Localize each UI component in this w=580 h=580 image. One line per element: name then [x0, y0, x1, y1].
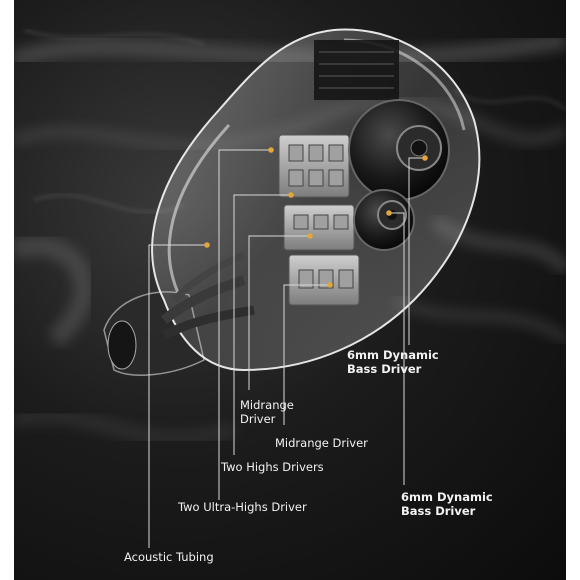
label-dynamic-bass-upper-line2: Bass Driver	[347, 362, 422, 376]
label-midrange-right: Midrange Driver	[275, 436, 368, 450]
product-image-frame: 6mm Dynamic Bass Driver Midrange Driver …	[14, 0, 566, 580]
label-two-highs: Two Highs Drivers	[221, 460, 324, 474]
callout-dot-midrange-right	[327, 282, 333, 288]
label-two-ultra-highs: Two Ultra-Highs Driver	[178, 500, 307, 514]
label-acoustic-tubing: Acoustic Tubing	[124, 550, 214, 564]
label-midrange-left: Midrange Driver	[240, 398, 294, 426]
label-midrange-left-line2: Driver	[240, 412, 276, 426]
label-two-highs-text: Two Highs Drivers	[221, 460, 324, 474]
ink-background	[14, 29, 566, 447]
earphone-illustration	[103, 28, 481, 376]
label-midrange-left-line1: Midrange	[240, 398, 294, 412]
callout-dot-ultra-highs	[268, 147, 274, 153]
callout-dot-bass-upper	[422, 155, 428, 161]
callout-dot-two-highs	[288, 192, 294, 198]
callout-dot-bass-lower	[386, 210, 392, 216]
label-dynamic-bass-lower-line2: Bass Driver	[401, 504, 476, 518]
label-dynamic-bass-upper-line1: 6mm Dynamic	[347, 348, 439, 362]
label-midrange-right-text: Midrange Driver	[275, 436, 368, 450]
callout-dot-midrange-left	[307, 233, 313, 239]
callout-dot-acoustic-tubing	[204, 242, 210, 248]
label-two-ultra-highs-text: Two Ultra-Highs Driver	[178, 500, 307, 514]
label-dynamic-bass-upper: 6mm Dynamic Bass Driver	[347, 348, 439, 376]
label-acoustic-tubing-text: Acoustic Tubing	[124, 550, 214, 564]
callout-lines	[148, 147, 428, 548]
label-dynamic-bass-lower: 6mm Dynamic Bass Driver	[401, 490, 493, 518]
label-dynamic-bass-lower-line1: 6mm Dynamic	[401, 490, 493, 504]
